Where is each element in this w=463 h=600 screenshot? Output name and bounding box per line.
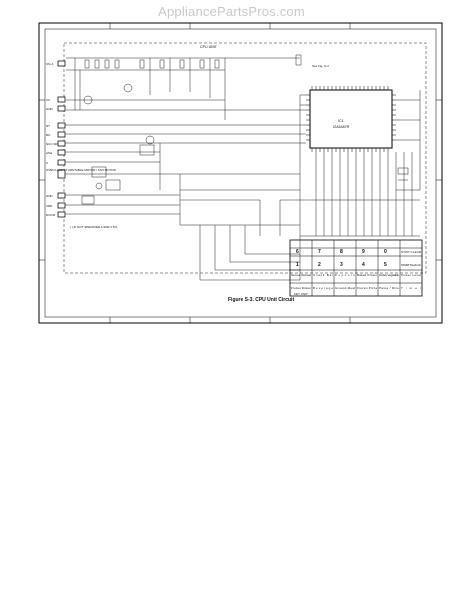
crystal-oscillator	[397, 167, 409, 181]
key-number: 3	[340, 262, 343, 268]
key-label: Beverage	[313, 286, 333, 290]
connector-label: CN-A	[46, 62, 53, 66]
key-matrix: 6 7 8 9 0 1 2 3 4 5 Sensor Reheat Snack …	[289, 239, 423, 297]
key-number: 0	[384, 249, 387, 255]
sheet-frame	[38, 22, 443, 324]
key-label: Popcorn	[335, 273, 355, 277]
connector-x: X	[46, 159, 66, 166]
connector-label: NT	[46, 124, 50, 128]
key-unit-label: KEY UNIT	[294, 292, 308, 296]
key-label: Ground Meat	[335, 286, 355, 290]
key-number: 6	[296, 249, 299, 255]
ic1-chip: IC1 IZA5487R	[306, 86, 396, 152]
key-label: STOP CLEAR	[401, 250, 422, 254]
connector-cn-a: CN-A	[46, 60, 66, 67]
see-note: See Fig. S-4	[312, 64, 329, 68]
key-number: 4	[362, 262, 365, 268]
key-label: Frozen Pizza	[357, 286, 377, 290]
component-refs: See Fig. S-4 ( ) IF NOT SPECIFIED 1/10W …	[70, 64, 329, 229]
connector-block: CN-A VC GND NT RU NUC.SR ASH X	[46, 60, 117, 218]
signal-wiring	[65, 124, 300, 281]
connector-vc: VC	[46, 96, 66, 103]
key-label: Baked Potato	[357, 273, 377, 277]
connector-label: GND	[46, 194, 54, 198]
connector-label: RU	[46, 133, 50, 137]
key-number: 7	[318, 249, 321, 255]
ic-bus-lines	[259, 90, 421, 280]
connector-label: DOOR	[46, 213, 56, 217]
connector-ru: RU	[46, 131, 66, 138]
connector-vrd: VRD	[46, 202, 66, 209]
key-label: START Touch On	[401, 263, 421, 267]
figure-caption: Figure S-3. CPU Unit Circuit	[228, 297, 294, 303]
connector-label: ASH	[46, 151, 52, 155]
key-number: 9	[362, 249, 365, 255]
connector-label: X	[46, 161, 48, 165]
key-label: Frozen Vegetable	[379, 273, 399, 277]
cpu-unit-title: CPU UNIT	[200, 45, 218, 49]
connector-label: VRD	[46, 204, 53, 208]
connector-label: OVEN LAMP / TURNTABLE MOTOR / FAN MOTOR	[46, 168, 117, 172]
ic1-part: IZA5487R	[333, 125, 350, 129]
key-label: Power Level	[401, 273, 421, 277]
cpu-unit-boundary	[63, 42, 427, 274]
key-label: Snack Bar	[313, 273, 333, 277]
connector-gnd: GND	[46, 105, 66, 112]
key-number: 2	[318, 262, 321, 268]
key-label: Frozen Dinner	[291, 286, 311, 290]
connector-label: NUC.SR	[46, 142, 58, 146]
key-label: Pasta / Rice	[379, 286, 399, 290]
connector-gnd-2: GND	[46, 192, 66, 199]
resistor-note: ( ) IF NOT SPECIFIED 1/10W ± 5%	[70, 225, 118, 229]
connector-nt: NT	[46, 122, 66, 129]
key-number: 1	[296, 262, 299, 268]
watermark-text: AppliancePartsPros.com	[158, 4, 305, 19]
key-number: 5	[384, 262, 387, 268]
connector-label: VC	[46, 98, 51, 102]
connector-ash: ASH	[46, 149, 66, 156]
key-label: Sensor Reheat	[291, 273, 311, 277]
driver-transistors	[81, 144, 155, 205]
key-number: 8	[340, 249, 343, 255]
connector-door: DOOR	[46, 211, 66, 218]
connector-label: GND	[46, 107, 54, 111]
connector-nuc-sr: NUC.SR	[46, 140, 66, 147]
ic1-ref: IC1	[338, 119, 344, 123]
power-supply-section	[66, 54, 302, 145]
key-label: Timer	[401, 286, 421, 290]
